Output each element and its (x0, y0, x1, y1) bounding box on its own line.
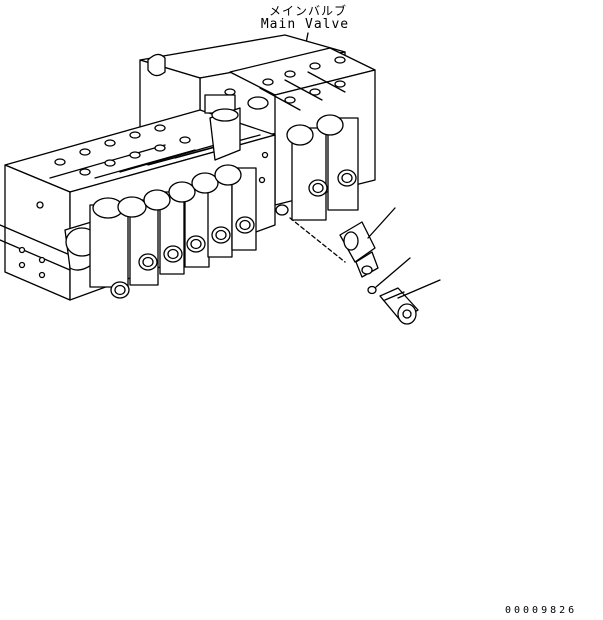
leader-line (375, 257, 411, 288)
section-line (0, 224, 71, 256)
section-line (94, 149, 196, 179)
section-line (284, 79, 323, 101)
section-line (0, 239, 71, 271)
pressure-switch (289, 207, 396, 278)
leader-line (367, 207, 396, 239)
o-ring (367, 257, 411, 295)
spool-caps (64, 114, 359, 299)
top-plug (247, 96, 269, 110)
leader-line (397, 279, 441, 299)
top-cap (147, 53, 166, 77)
section-line (307, 71, 346, 93)
title-english: Main Valve (260, 17, 350, 32)
section-line (259, 87, 301, 111)
fitting (379, 279, 441, 325)
section-line (119, 144, 216, 173)
title-japanese: メインバルブ (268, 4, 347, 18)
drawing-code: 00009826 (505, 605, 578, 616)
